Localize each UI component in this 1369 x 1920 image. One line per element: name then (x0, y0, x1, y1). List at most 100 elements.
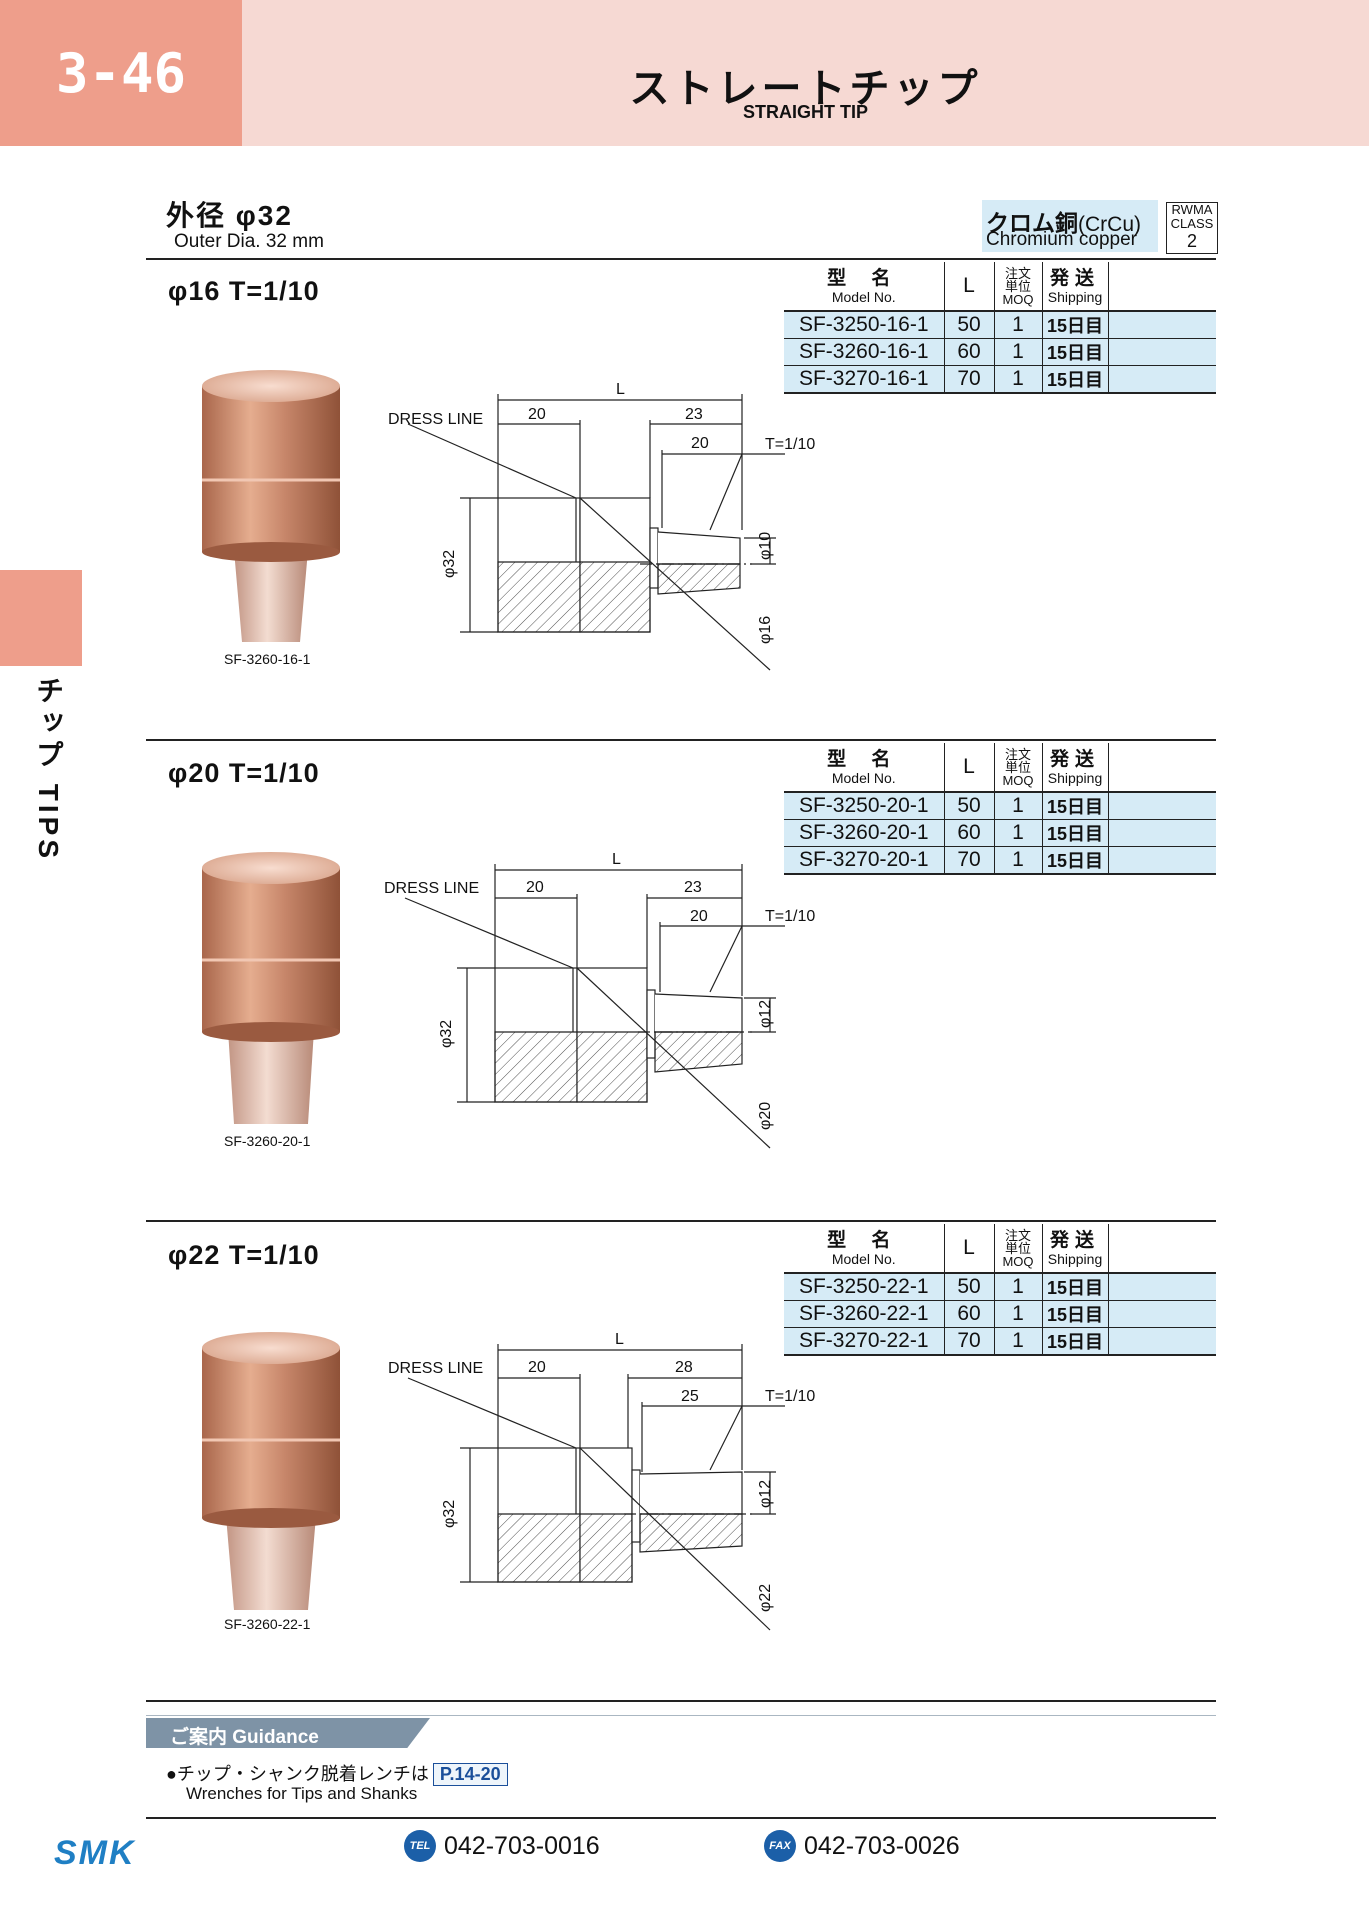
cell-moq: 1 (994, 1300, 1043, 1328)
dim-b: 23 (684, 879, 702, 896)
cell-length: 70 (944, 1327, 995, 1356)
table-row: SF-3250-20-1 50 1 15日目 (784, 792, 1216, 820)
col-ship-en: Shipping (1047, 769, 1103, 786)
cell-shipping: 15日目 (1042, 365, 1109, 394)
dim-tip: φ10 (757, 532, 774, 560)
page-number: 3-46 (0, 0, 242, 146)
dim-c: 20 (691, 435, 709, 452)
dim-outer: φ32 (438, 1020, 455, 1048)
table-row: SF-3260-16-1 60 1 15日目 (784, 338, 1216, 366)
col-moq-jp-2: 単位 (1004, 278, 1031, 294)
dim-taper: T=1/10 (765, 436, 815, 453)
col-length: L (944, 743, 995, 793)
cell-length: 60 (944, 1300, 995, 1328)
dim-length-label: L (612, 851, 621, 868)
dim-length-label: L (615, 1331, 624, 1348)
cell-blank (1108, 1327, 1216, 1356)
dim-shank: φ20 (757, 1102, 774, 1130)
material-box (982, 200, 1158, 252)
rwma-label: RWMA (1171, 202, 1213, 217)
dim-tip: φ12 (757, 1000, 774, 1028)
tel-number: 042-703-0016 (444, 1832, 600, 1860)
col-moq-jp-2: 単位 (1004, 1240, 1031, 1256)
page-subtitle: STRAIGHT TIP (743, 102, 868, 122)
col-length: L (944, 1224, 995, 1274)
section-divider (146, 258, 1216, 260)
dim-shank: φ16 (757, 616, 774, 644)
cell-model: SF-3260-22-1 (784, 1300, 945, 1328)
material-jp: クロム銅(CrCu) (986, 204, 1141, 238)
col-ship-en: Shipping (1047, 288, 1103, 305)
dim-c: 20 (690, 908, 708, 925)
col-moq-jp-1: 注文 (1004, 1227, 1031, 1243)
dress-line-label: DRESS LINE (384, 880, 479, 897)
dim-a: 20 (526, 879, 544, 896)
col-moq-en: MOQ (1002, 1253, 1034, 1269)
guidance-page-link[interactable]: P.14-20 (432, 1763, 508, 1786)
cell-shipping: 15日目 (1042, 819, 1109, 847)
col-blank (1108, 743, 1216, 793)
col-moq-en: MOQ (1002, 772, 1034, 788)
tip-photo (202, 370, 340, 642)
col-length: L (944, 262, 995, 312)
table-row: SF-3250-16-1 50 1 15日目 (784, 311, 1216, 339)
tip-photo (202, 852, 340, 1124)
rwma-class-label: CLASS (1170, 216, 1214, 231)
cell-moq: 1 (994, 365, 1043, 394)
cell-model: SF-3270-16-1 (784, 365, 945, 394)
tip-photo (202, 1332, 340, 1610)
dim-taper: T=1/10 (765, 1388, 815, 1405)
photo-caption: SF-3260-16-1 (224, 651, 311, 667)
cell-length: 70 (944, 365, 995, 394)
table-row: SF-3270-16-1 70 1 15日目 (784, 365, 1216, 394)
cell-model: SF-3270-20-1 (784, 846, 945, 875)
col-ship-jp: 発送 (1049, 1229, 1100, 1251)
col-model-jp: 型 名 (827, 267, 901, 289)
section-divider (146, 739, 1216, 741)
col-ship-jp: 発送 (1049, 748, 1100, 770)
col-model-jp: 型 名 (827, 1229, 901, 1251)
col-moq-jp-1: 注文 (1004, 746, 1031, 762)
side-tab-marker (0, 570, 82, 666)
rwma-class-box: RWMA CLASS 2 (1166, 202, 1218, 254)
col-moq-jp-2: 単位 (1004, 759, 1031, 775)
dim-b: 28 (675, 1359, 693, 1376)
col-model-en: Model No. (831, 1250, 896, 1267)
cell-blank (1108, 311, 1216, 339)
cell-moq: 1 (994, 792, 1043, 820)
photo-caption: SF-3260-20-1 (224, 1133, 311, 1149)
table-row: SF-3260-20-1 60 1 15日目 (784, 819, 1216, 847)
dress-line-label: DRESS LINE (388, 411, 483, 428)
cell-moq: 1 (994, 1327, 1043, 1356)
material-jp-name: クロム銅 (986, 210, 1078, 236)
tel-icon: TEL (404, 1830, 436, 1862)
cell-model: SF-3270-22-1 (784, 1327, 945, 1356)
guidance-banner (146, 1718, 430, 1748)
material-en: Chromium copper (986, 229, 1137, 250)
section-divider (146, 1220, 1216, 1222)
cell-shipping: 15日目 (1042, 311, 1109, 339)
table-row: SF-3250-22-1 50 1 15日目 (784, 1273, 1216, 1301)
fax-icon: FAX (764, 1830, 796, 1862)
outer-dia-jp: 外径 φ32 (166, 200, 293, 231)
dim-a: 20 (528, 406, 546, 423)
table-row: SF-3270-22-1 70 1 15日目 (784, 1327, 1216, 1356)
col-model-en: Model No. (831, 288, 896, 305)
col-model-en: Model No. (831, 769, 896, 786)
cell-moq: 1 (994, 338, 1043, 366)
col-ship-jp: 発送 (1049, 267, 1100, 289)
dim-c: 25 (681, 1388, 699, 1405)
cell-model: SF-3250-22-1 (784, 1273, 945, 1301)
dim-outer: φ32 (441, 550, 458, 578)
cell-moq: 1 (994, 846, 1043, 875)
cell-model: SF-3250-16-1 (784, 311, 945, 339)
